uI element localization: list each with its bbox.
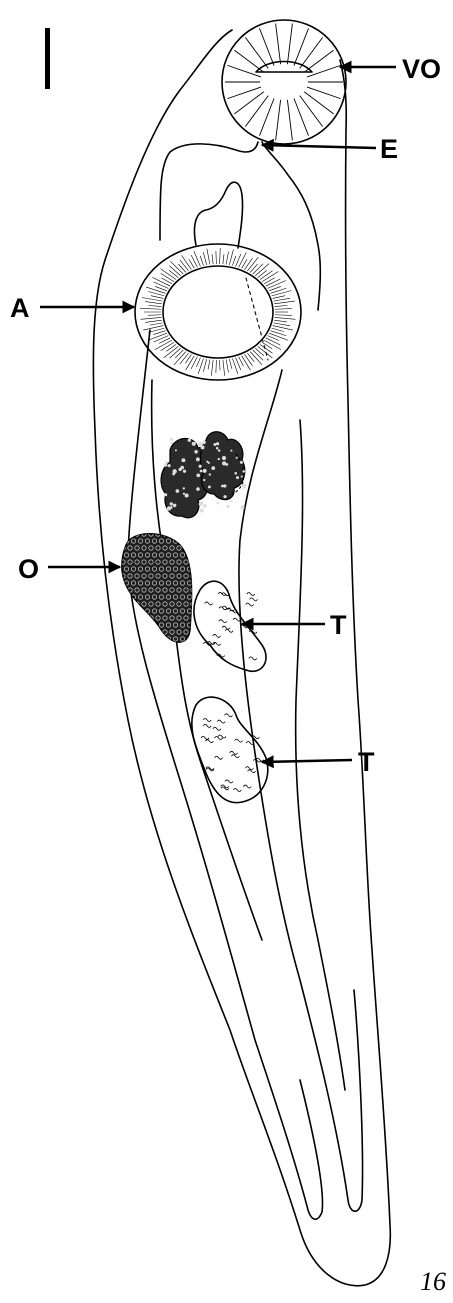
label-a: A: [10, 293, 30, 323]
ovary: [121, 532, 195, 648]
label-vo: VO: [402, 54, 441, 84]
anterior-testis: [194, 581, 266, 671]
pharynx: [194, 182, 242, 248]
figure-number: 16: [420, 1267, 446, 1296]
t2-arrow: [262, 760, 352, 762]
label-t2: T: [358, 747, 375, 777]
scale-bar: [45, 28, 50, 89]
posterior-testis: [192, 697, 268, 803]
label-e: E: [380, 134, 398, 164]
label-o: O: [18, 554, 39, 584]
e-arrow: [262, 145, 376, 148]
esophagus-outline: [160, 142, 258, 240]
acetabulum: [135, 244, 301, 380]
esophagus-right: [262, 142, 320, 310]
label-t1: T: [330, 610, 347, 640]
oral-sucker: [222, 20, 346, 144]
vitellarium: [161, 432, 246, 518]
